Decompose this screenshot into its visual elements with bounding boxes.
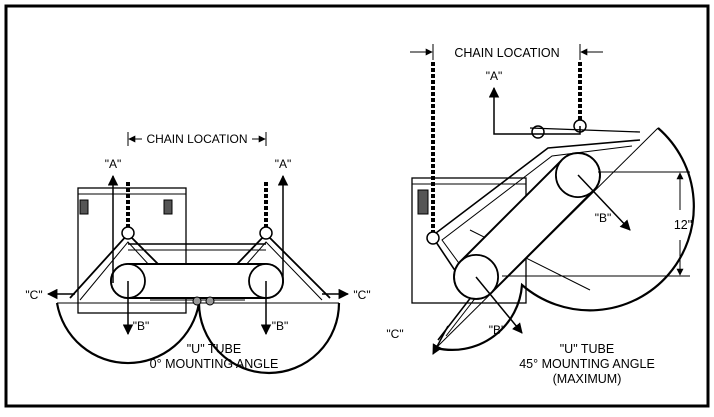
- left-chain-location-label: CHAIN LOCATION: [146, 132, 247, 146]
- right-u-tube: [453, 152, 601, 300]
- left-reflector: [55, 302, 341, 375]
- right-dimension-12in: 12": [674, 218, 692, 232]
- left-caption-line-1: "U" TUBE: [187, 342, 242, 356]
- right-caption-line-2: 45° MOUNTING ANGLE: [519, 357, 655, 371]
- left-label-a-left: "A": [105, 157, 122, 171]
- left-label-b-left: "B": [133, 319, 150, 333]
- left-label-a-right: "A": [275, 157, 292, 171]
- right-caption-line-3: (MAXIMUM): [553, 372, 622, 386]
- figure-border: [4, 4, 710, 408]
- right-caption-line-1: "U" TUBE: [560, 342, 615, 356]
- right-chain-location-label: CHAIN LOCATION: [454, 46, 559, 60]
- right-reflector: [435, 127, 695, 351]
- right-label-c: "C": [386, 327, 403, 341]
- left-label-b-right: "B": [272, 319, 289, 333]
- right-diagram: CHAIN LOCATION "A" "B" "B" "C" 12" "U" T…: [386, 44, 695, 386]
- right-label-b-lower: "B": [489, 323, 506, 337]
- left-label-c-left: "C": [25, 288, 42, 302]
- right-label-a: "A": [486, 69, 503, 83]
- left-diagram: CHAIN LOCATION "A" "A" "B" "B" "C" "C" "…: [25, 132, 371, 375]
- right-force-b-arrow-lower: [475, 276, 523, 334]
- right-force-a-arrow: [488, 86, 581, 135]
- right-force-b-arrow-upper: [577, 174, 631, 231]
- left-label-c-right: "C": [353, 288, 370, 302]
- left-caption-line-2: 0° MOUNTING ANGLE: [150, 357, 279, 371]
- right-force-c-arrow: [432, 325, 449, 355]
- right-label-b-upper: "B": [595, 211, 612, 225]
